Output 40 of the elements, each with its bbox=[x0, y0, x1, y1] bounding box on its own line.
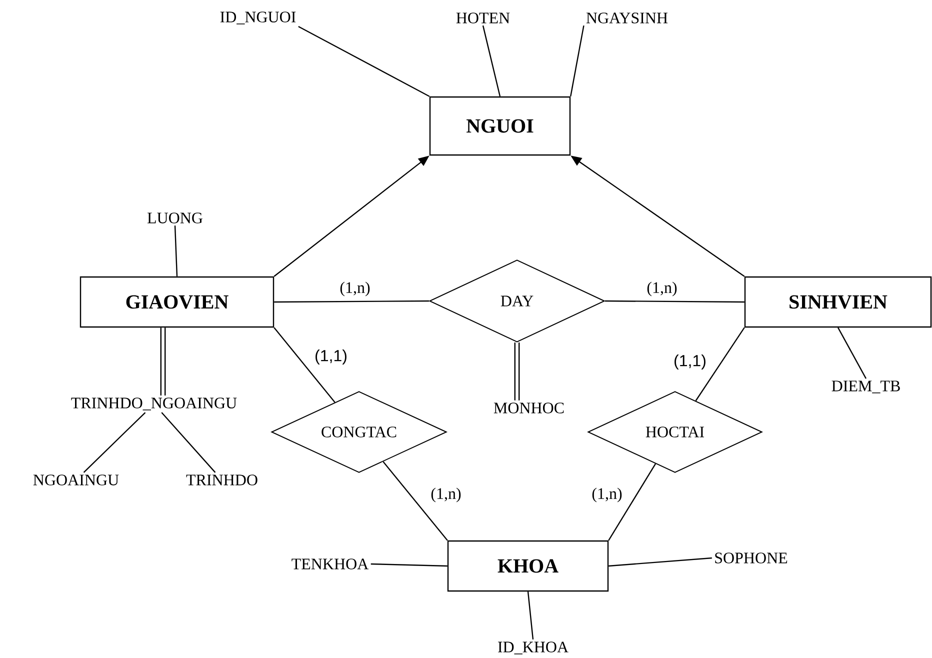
attribute-label: HOTEN bbox=[456, 12, 510, 24]
double-line bbox=[514, 342, 520, 400]
attribute-label: LUONG bbox=[147, 212, 202, 224]
attribute-label: NGOAINGU bbox=[33, 474, 119, 486]
edge-label: (1,1) bbox=[672, 354, 708, 370]
attribute-label: DIEM_TB bbox=[832, 380, 900, 394]
attribute-label: NGAYSINH bbox=[586, 12, 668, 24]
connector-line bbox=[274, 327, 336, 403]
connector-line bbox=[608, 464, 656, 541]
connector-line bbox=[837, 327, 867, 379]
edge-label: (1,n) bbox=[430, 486, 462, 504]
edge-label: (1,n) bbox=[646, 280, 678, 298]
connector-line bbox=[274, 300, 430, 303]
attribute-label: TRINHDO_NGOAINGU bbox=[71, 398, 237, 410]
attribute-label: ID_KHOA bbox=[498, 642, 568, 654]
entity-box: KHOA bbox=[447, 540, 609, 592]
connector-line bbox=[298, 26, 430, 97]
connector-line bbox=[608, 557, 712, 567]
edge-label: (1,1) bbox=[314, 348, 348, 366]
attribute-label: ID_NGUOI bbox=[220, 12, 296, 24]
connector-line bbox=[382, 461, 448, 541]
attribute-label: MONHOC bbox=[494, 402, 564, 414]
connector-line bbox=[482, 25, 501, 97]
entity-box: GIAOVIEN bbox=[80, 276, 274, 328]
attribute-label: SOPHONE bbox=[715, 552, 788, 564]
edge-label: (1,n) bbox=[338, 280, 372, 298]
connector-line bbox=[570, 25, 584, 96]
edge-label: (1,n) bbox=[590, 486, 624, 504]
connector-line bbox=[695, 327, 745, 402]
connector-line bbox=[527, 592, 534, 640]
entity-box: SINHVIEN bbox=[744, 276, 932, 328]
connector-line bbox=[174, 226, 178, 276]
attribute-label: TRINHDO bbox=[186, 474, 258, 486]
connector-line bbox=[370, 563, 448, 567]
connector-line bbox=[161, 412, 216, 473]
attribute-label: TENKHOA bbox=[292, 558, 369, 570]
double-line bbox=[160, 328, 166, 396]
connector-line bbox=[83, 412, 146, 473]
entity-box: NGUOI bbox=[429, 96, 571, 156]
connector-line bbox=[605, 300, 744, 303]
